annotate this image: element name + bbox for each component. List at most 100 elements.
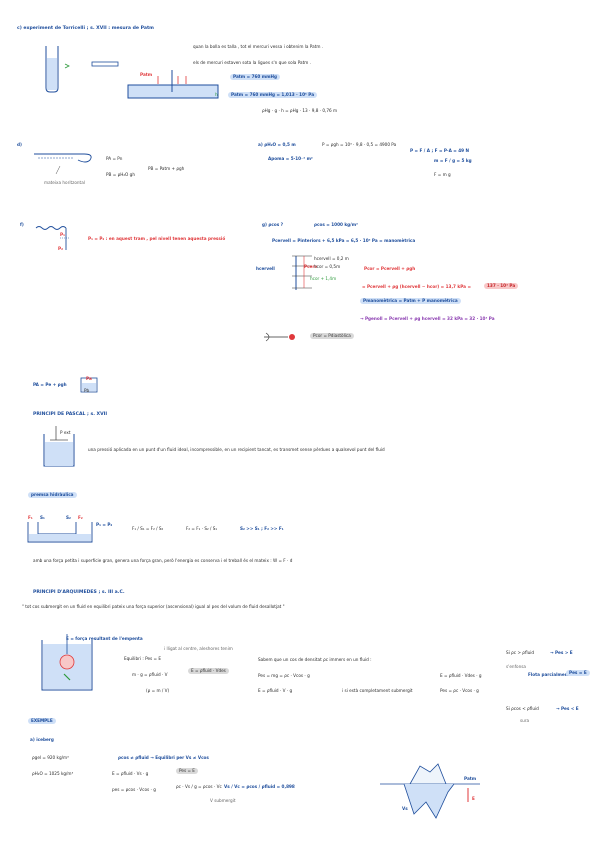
d-caption: mateixa horitzontal [44,180,85,185]
pascal-pext-label: P ext [60,430,71,435]
press-f1: F₁ [28,515,33,520]
torricelli-title: c) experiment de Torricelli ; s. XVII : … [17,26,154,31]
g-lab-gen: hcor + 1,4m [310,276,337,281]
wave-tube-drawing [35,226,70,250]
archimedes-quote: " tot cos submergit en un fluid en equil… [22,604,285,609]
hydraulic-title: premsa hidràulica [28,492,77,498]
pascal-title: PRINCIPI DE PASCAL ; s. XVII [33,412,108,417]
press-eq-2: F₁ / S₁ = F₂ / S₂ [132,526,164,531]
example-e3: ρc · Vs / g = ρcos · Vc [176,784,222,789]
archimedes-r1: E = ρfluid · Vdes · g [440,673,482,678]
archimedes-eq-label: Equilibri : Pes = E [124,656,162,661]
hydraulic-press-drawing [27,522,93,543]
g-line-3: = Pcervell + ρg (hcervell − hcor) = 13,7… [362,284,471,289]
g-density: ρcos = 1000 kg/m³ [314,222,358,227]
d-line-3: PB = Patm + ρgh [148,166,185,171]
f-lab-1: P₁ [60,232,65,237]
example-d1: ρgel = 920 kg/m³ [32,755,69,760]
archimedes-eq-b: m · g = ρfluid · V [132,672,168,677]
archimedes-title: PRINCIPI D'ARQUIMEDES ; s. III a.C. [33,590,125,595]
archimedes-mid-2: Pes = mg = ρc · Vcos · g [258,673,310,678]
torricelli-line-2: els de mercuri estaven sota la ligues s'… [193,60,311,65]
pascal-container-drawing [43,426,75,467]
archimedes-r3d: Flota parcialment [528,672,570,677]
archimedes-eq-c: (ρ = m / V) [146,688,170,693]
press-eq-1: P₁ = P₂ [96,522,113,527]
u-tube-drawing [34,153,92,175]
torricelli-h-label: h [215,92,218,97]
example-sub: a) iceberg [30,737,54,742]
iceberg-vs: Vs [402,806,408,811]
example-d2: ρH₂O = 1025 kg/m³ [32,771,74,776]
archimedes-e-label: E = força resultant de l'empenta [66,636,143,641]
patm-pill-2: Patm = 760 mmHg = 1,013 · 10⁵ Pa [228,92,318,98]
archimedes-body-drawing [41,634,93,691]
archimedes-r3b: → Pes > E [550,650,573,655]
body-height-drawing [292,255,312,290]
d-line-2: PB = ρH₂O gh [106,172,135,177]
example-e6: V submergit [210,798,236,803]
torricelli-basin-drawing [127,70,219,99]
a-line-4: m = F / g = 5 kg [434,158,472,163]
f-line-1: P₁ = P₂ : en aquest tram , pel nivell te… [88,236,226,241]
pa-lab-b: Pb [84,388,90,393]
g-lab-cervell: hcervell [256,266,275,271]
torricelli-patm-label: Patm [140,72,153,77]
tube-horizontal [91,61,119,67]
g-result-highlight: 137 · 10³ Pa [484,283,519,289]
g-line-2: Pcor = Pcervell + ρgh [364,266,416,271]
press-s1: S₁ [40,515,45,520]
press-line-1: amb una força petita i superfície gran, … [33,558,293,563]
g-pill-manometric: Pmanomètrica = Patm + P manomètrica [360,298,461,304]
container-small-drawing [80,377,98,393]
pa-lab-a: Pa [86,376,92,381]
a-line-2: Apoma = 5·10⁻⁴ m² [268,156,313,161]
torricelli-equation: ρHg · g · h = ρHg · 13 · 9,8 · 0,76 m [262,108,338,113]
press-eq-3: F₂ = F₁ · S₂ / S₁ [186,526,218,531]
f-lab-2: P₂ [58,246,63,251]
section-d-label: d) [17,142,22,147]
archimedes-side: E = ρfluid · Vdes [188,668,229,674]
torricelli-tube-drawing [45,46,70,93]
pascal-statement: una pressió aplicada en un punt d'un flu… [88,447,385,452]
torricelli-line-1: quan la bolla es talla , tot el mercuri … [193,44,324,49]
g-lab-hcer: hcervell = 0,2 m [314,256,349,261]
archimedes-r4: Si ρcos < ρfluid [506,706,539,711]
g-pill-diastolic: Pcor = Pdiastòlica [310,333,354,339]
section-f-label: f) [20,222,24,227]
press-f2: F₂ [78,515,83,520]
example-e4: pes = ρcos · Vcos · g [112,787,156,792]
archimedes-mid-4: i si està completament submergit [342,688,413,693]
a-title: a) ρH₂O = 0,5 m [258,142,296,147]
g-line-1: Pcervell = Pinteriors + 6,5 kPa = 6,5 · … [272,238,416,243]
example-e5: Vs / Vc = ρcos / ρfluid = 0,898 [224,784,295,789]
press-eq-4: S₂ >> S₁ ; F₂ >> F₁ [240,526,284,531]
patm-pill-1: Patm = 760 mmHg [230,74,280,80]
pa-equation: PA = Pe + ρgh [33,382,67,387]
example-e1: E = ρfluid · Vs · g [112,771,149,776]
iceberg-e: E [472,796,475,801]
archimedes-r3c: s'enfonsa [506,664,527,669]
example-title: EXEMPLE [28,718,56,724]
archimedes-mid-1: Sabem que un cos de densitat ρc immers e… [258,657,372,662]
a-line-5: F = m g [434,172,451,177]
example-e2: Pes = E [176,768,198,774]
archimedes-r3e: Pes = E [566,670,590,676]
stethoscope-icon [264,332,295,342]
iceberg-drawing [380,763,480,819]
d-line-1: PA = Pn [106,156,123,161]
g-lab-pcerv: Pcerv [304,264,318,269]
archimedes-r2: Pes = ρc · Vcos · g [440,688,479,693]
g-title: g) ρcos ? [262,222,284,227]
archimedes-r4c: sura [520,718,530,723]
g-line-5: → Pgenoll = Pcervell + ρg hcervell = 32 … [360,316,495,321]
example-h1: ρcos ≠ ρfluid → Equilibri per Vs ≠ Vcos [118,755,209,760]
press-s2: S₂ [66,515,71,520]
g-lab-cor: hcor = 0,5m [314,264,341,269]
archimedes-r3: Si ρc > ρfluid [506,650,535,655]
archimedes-mid-3: E = ρfluid · V · g [258,688,293,693]
a-line-3: P = F / A ; F = P·A = 49 N [410,148,470,153]
a-line-1: P = ρgh = 10³ · 9,8 · 0,5 = 4900 Pa [322,142,397,147]
archimedes-r4b: → Pes < E [556,706,579,711]
iceberg-patm: Patm [464,776,477,781]
